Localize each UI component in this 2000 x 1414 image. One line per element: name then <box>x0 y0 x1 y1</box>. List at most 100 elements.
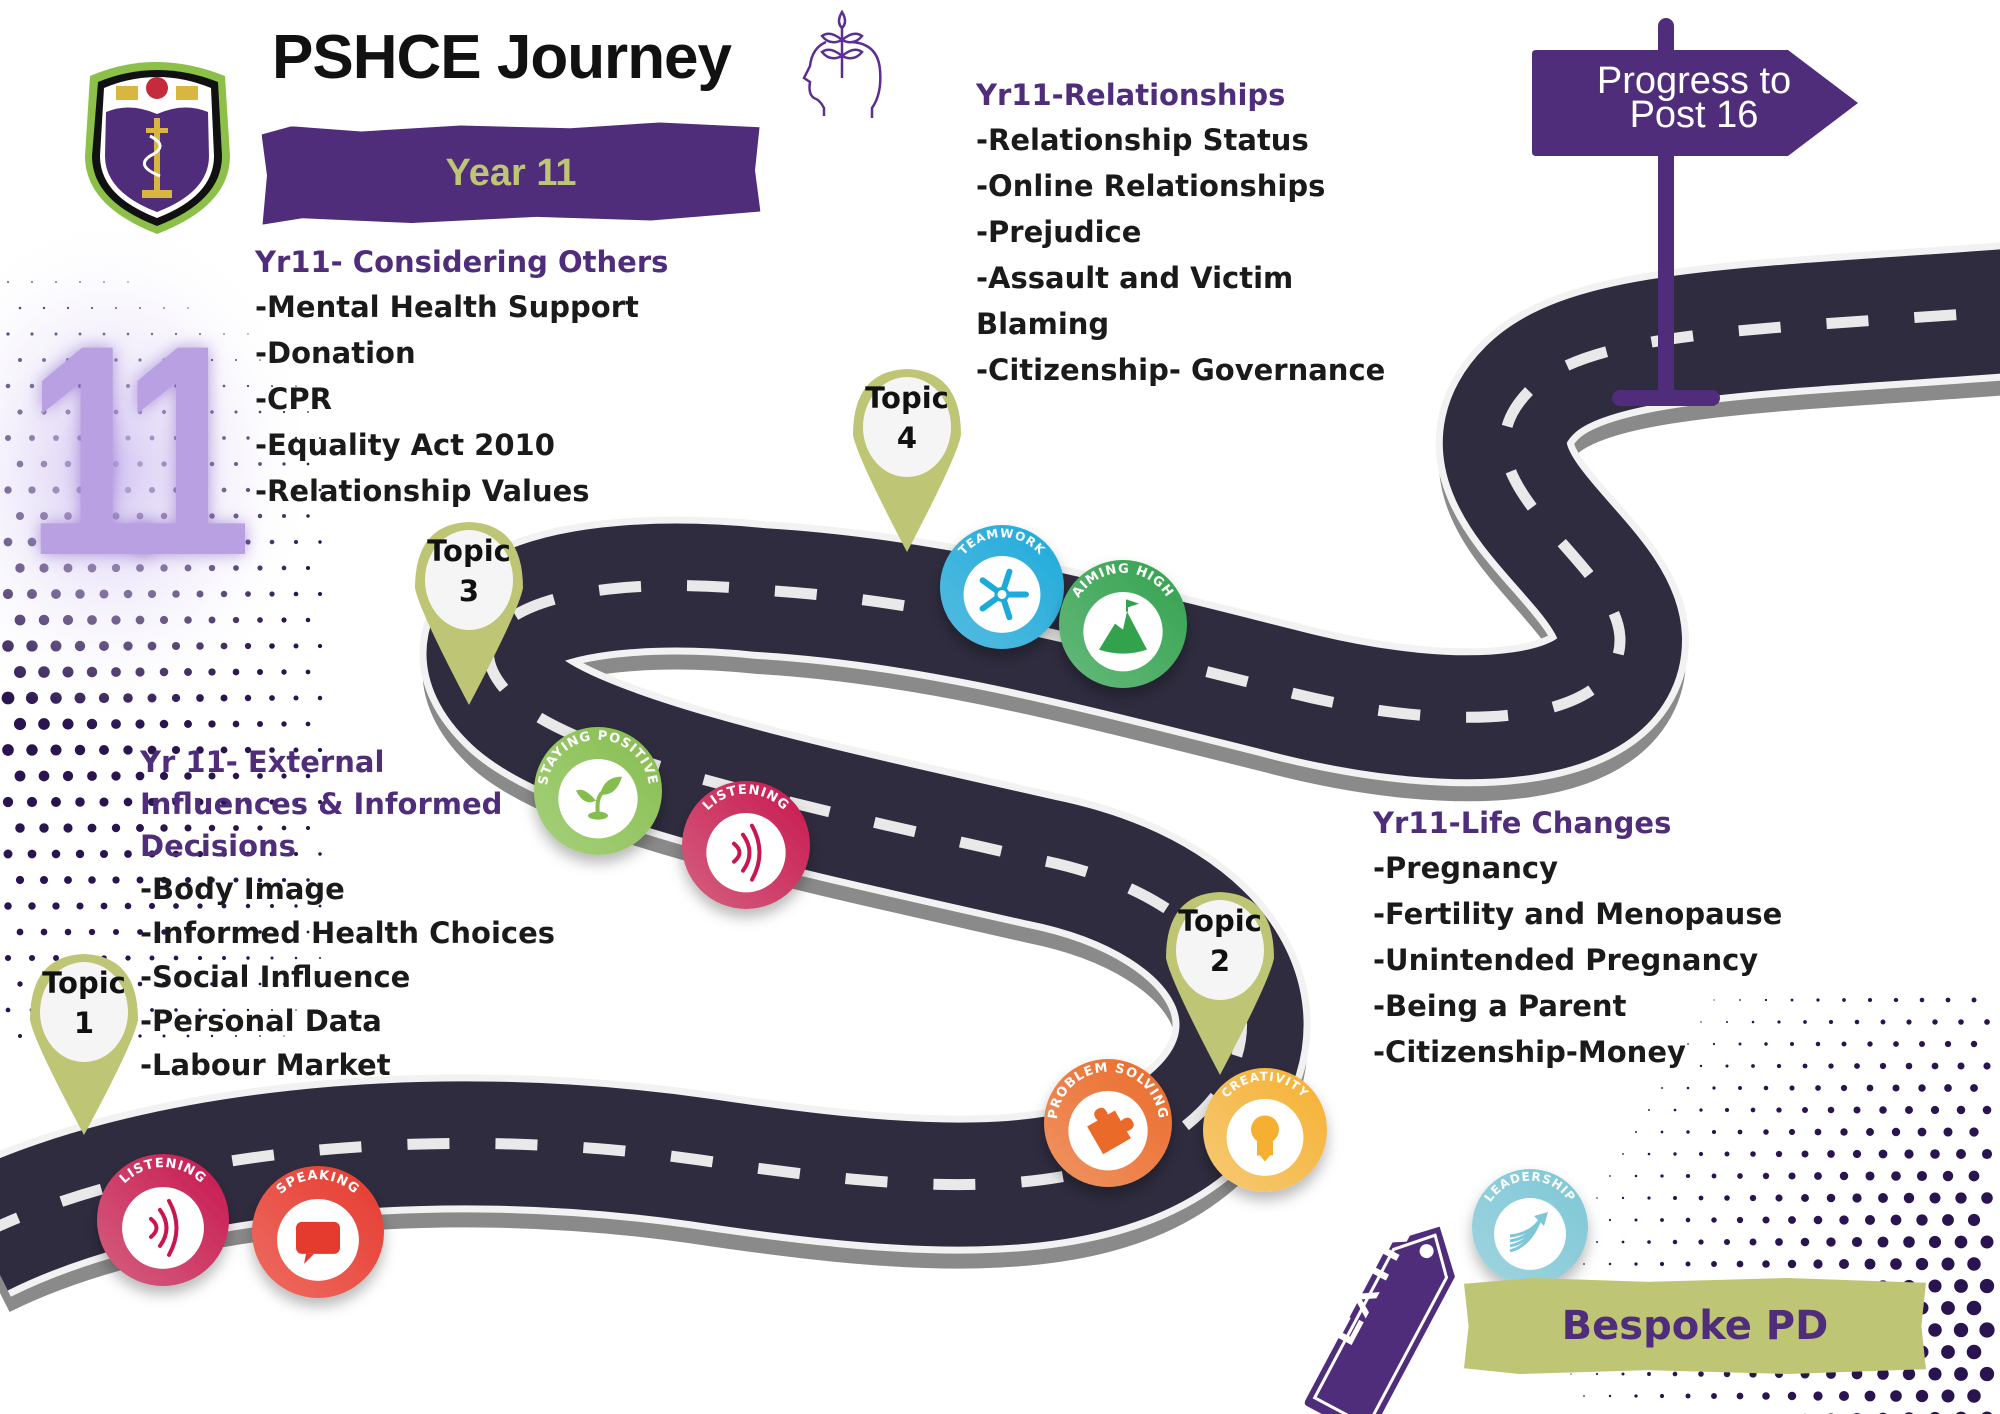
halftone-dot <box>3 849 13 859</box>
halftone-dot <box>221 903 227 909</box>
topic-item: -Prejudice <box>976 215 1142 249</box>
halftone-dot <box>75 849 85 859</box>
halftone-dot <box>64 928 72 936</box>
halftone-dot <box>220 798 228 806</box>
halftone-dot <box>1840 1084 1848 1092</box>
halftone-dot <box>282 982 286 986</box>
bespoke-banner-background <box>1464 1278 1926 1374</box>
halftone-dot <box>269 695 275 701</box>
halftone-dot <box>318 956 322 960</box>
halftone-dot <box>1827 1106 1835 1114</box>
halftone-dot <box>1878 1149 1888 1159</box>
topic-item: -Online Relationships <box>976 169 1326 203</box>
pin-label-text: Topic <box>427 534 511 568</box>
halftone-dot <box>1957 1062 1965 1070</box>
halftone-dot <box>220 694 228 702</box>
halftone-dot <box>173 903 179 909</box>
topic-2-pin-label: Topic 2 <box>1160 901 1280 981</box>
linked-hands-icon <box>979 568 1029 621</box>
halftone-dot <box>208 772 216 780</box>
badge-creativity: CREATIVITY <box>1203 1068 1327 1192</box>
halftone-dot <box>1621 1196 1625 1200</box>
halftone-dot <box>1813 1215 1823 1225</box>
halftone-dot <box>305 721 311 727</box>
halftone-dot <box>87 771 97 781</box>
halftone-dot <box>1608 1262 1612 1266</box>
halftone-dot <box>136 824 144 832</box>
halftone-dot <box>1764 1042 1768 1046</box>
badge-listening-1: LISTENING <box>97 1154 229 1286</box>
halftone-dot <box>1699 1108 1703 1112</box>
halftone-dot <box>148 850 156 858</box>
halftone-dot <box>1838 1390 1850 1402</box>
halftone-dot <box>173 955 179 961</box>
halftone-dot <box>38 718 50 730</box>
halftone-dot <box>1945 997 1951 1003</box>
head-with-plant-icon <box>802 9 882 118</box>
topic-item: -Being a Parent <box>1373 989 1627 1023</box>
halftone-dot <box>259 1035 261 1037</box>
halftone-dot <box>1814 1172 1822 1180</box>
halftone-dot <box>64 876 72 884</box>
halftone-dot <box>162 1034 166 1038</box>
halftone-dot <box>149 955 155 961</box>
halftone-dot <box>1648 1109 1650 1111</box>
halftone-dot <box>1635 1131 1637 1133</box>
halftone-dot <box>147 745 157 755</box>
halftone-dot <box>270 904 274 908</box>
halftone-dot <box>1941 1345 1955 1359</box>
halftone-dot <box>1724 1195 1730 1201</box>
halftone-dot <box>1660 1218 1664 1222</box>
halftone-dot <box>1828 1063 1834 1069</box>
halftone-dot <box>1854 1019 1860 1025</box>
halftone-dot <box>317 643 323 649</box>
halftone-dot <box>196 746 204 754</box>
halftone-dot <box>196 798 204 806</box>
halftone-dot <box>172 850 180 858</box>
halftone-dot <box>1930 1105 1940 1115</box>
halftone-dot <box>1904 1149 1914 1159</box>
halftone-dot <box>123 797 133 807</box>
halftone-dot <box>1866 1128 1874 1136</box>
topic-item: -Equality Act 2010 <box>255 428 555 462</box>
halftone-dot <box>1892 1084 1900 1092</box>
halftone-dot <box>150 1008 154 1012</box>
halftone-dot <box>26 796 38 808</box>
halftone-dot <box>1698 1151 1704 1157</box>
halftone-dot <box>1711 1217 1717 1223</box>
halftone-dot <box>112 928 120 936</box>
halftone-dot <box>305 617 311 623</box>
halftone-dot <box>4 902 12 910</box>
halftone-dot <box>1738 1086 1742 1090</box>
halftone-dot <box>1930 1149 1940 1159</box>
halftone-dot <box>74 744 86 756</box>
halftone-dot <box>1751 1064 1755 1068</box>
halftone-dot <box>184 772 192 780</box>
topic-item: -Citizenship-Money <box>1373 1035 1686 1069</box>
halftone-dot <box>270 956 274 960</box>
halftone-dot <box>184 720 192 728</box>
page-title: PSHCE Journey <box>272 23 732 92</box>
halftone-dot <box>305 825 311 831</box>
halftone-dot <box>221 851 227 857</box>
topic-heading: Yr11-Life Changes <box>1373 806 1672 840</box>
pin-number: 1 <box>73 1006 95 1040</box>
halftone-dot <box>112 876 120 884</box>
halftone-dot <box>28 954 36 962</box>
halftone-dot <box>1762 1392 1770 1400</box>
pin-number: 2 <box>1209 944 1231 978</box>
halftone-dot <box>244 694 252 702</box>
halftone-dot <box>1698 1195 1704 1201</box>
halftone-dot <box>317 747 323 753</box>
halftone-dot <box>1971 997 1977 1003</box>
halftone-dot <box>1814 1128 1822 1136</box>
halftone-dot <box>256 720 264 728</box>
badge-speaking: SPEAKING <box>252 1166 384 1298</box>
topic-3-pin-label: Topic 3 <box>409 531 529 611</box>
halftone-dot <box>38 770 50 782</box>
halftone-dot <box>1674 1065 1676 1067</box>
halftone-dot <box>1788 1172 1796 1180</box>
halftone-dot <box>1813 1391 1823 1401</box>
badge-problem-solving: PROBLEM SOLVING <box>1044 1059 1172 1187</box>
halftone-dot <box>1956 1411 1966 1414</box>
